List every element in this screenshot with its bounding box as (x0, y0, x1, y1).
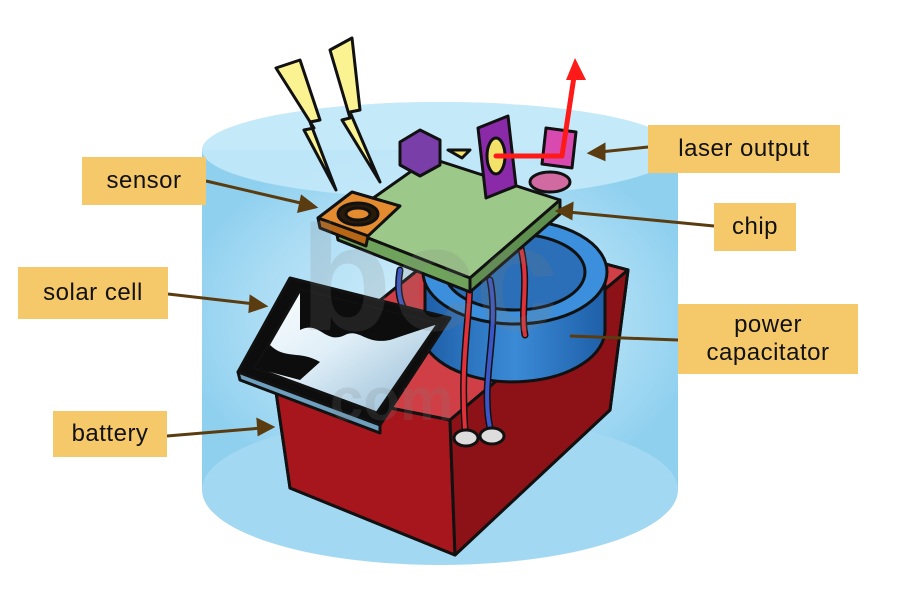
label-chip: chip (714, 203, 796, 251)
leader-laser-output (586, 142, 649, 162)
solar-cell-panel (236, 276, 452, 435)
watermark-bottom: com (330, 366, 453, 433)
sensor-component (316, 190, 402, 248)
label-solar-cell-text: solar cell (43, 279, 143, 306)
leader-sensor (205, 179, 319, 214)
label-laser-output-text: laser output (678, 135, 810, 162)
leader-chip (554, 201, 715, 228)
label-sensor-text: sensor (106, 167, 182, 194)
label-battery: battery (53, 411, 167, 457)
leader-power-capacitator (569, 334, 679, 342)
lightning-bolts (274, 36, 382, 192)
laser-beam (493, 58, 586, 159)
label-battery-text: battery (71, 420, 149, 447)
label-chip-text: chip (731, 213, 779, 240)
label-power-capacitator-line1: power (734, 311, 802, 338)
watermark-top: bcc (300, 194, 558, 362)
leader-battery (166, 417, 276, 438)
label-sensor: sensor (82, 157, 206, 205)
wire-connectors (452, 426, 506, 448)
leader-solar-cell (167, 292, 269, 314)
label-laser-output: laser output (648, 125, 840, 173)
leader-lines (166, 142, 715, 438)
label-power-capacitator-line2: capacitator (706, 339, 830, 366)
label-power-capacitator: power capacitator (678, 304, 858, 374)
label-solar-cell: solar cell (18, 267, 168, 319)
